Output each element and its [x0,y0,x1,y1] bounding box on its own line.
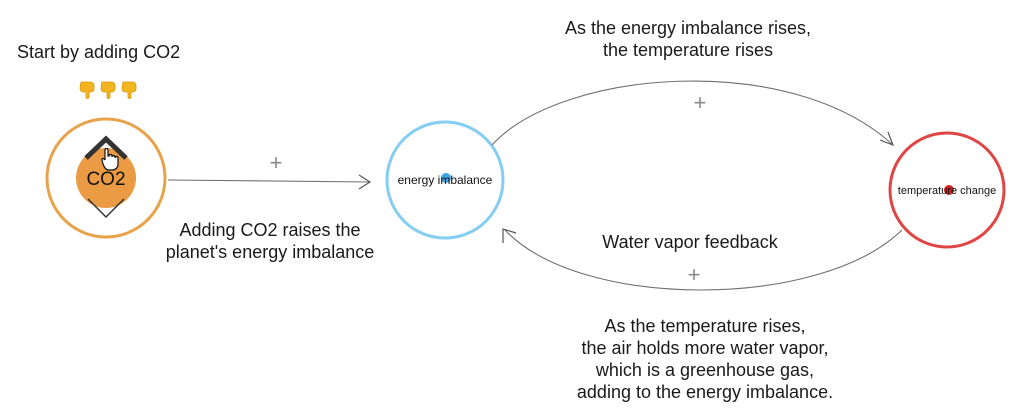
link-energy-to-temperature: + [491,80,895,147]
link-polarity: + [270,150,283,175]
co2-node[interactable]: CO2 [45,117,167,239]
temperature-node-dot [944,185,954,195]
intro-text: Start by adding CO2 [17,42,181,62]
caption-line: the temperature rises [602,40,774,60]
link-temperature-to-energy: + [502,228,903,291]
caption-line: As the temperature rises, [604,316,806,336]
link-polarity: + [694,90,707,115]
energy-imbalance-node[interactable]: energy imbalance [385,120,505,240]
hand-cursor-icon [101,147,119,171]
temperature-change-node[interactable]: temperature change [888,131,1006,249]
caption-line: which is a greenhouse gas, [595,360,815,380]
energy-node-label: energy imbalance [398,173,493,187]
caption-line: adding to the energy imbalance. [576,382,834,402]
feedback-title: Water vapor feedback [602,232,778,252]
energy-node-dot [441,173,451,183]
caption-line: As the energy imbalance rises, [564,18,812,38]
temperature-node-label: temperature change [898,185,996,197]
increase-decrease-chevrons-icon[interactable] [84,135,128,219]
co2-node-fill [76,148,136,208]
link-polarity: + [688,262,701,287]
feedback-caption: As the temperature rises, the air holds … [530,315,880,403]
pointing-down-hand-icon [79,81,95,99]
pointing-down-hand-icon [121,81,137,99]
pointing-down-hand-icon [100,81,116,99]
co2-link-caption: Adding CO2 raises the planet's energy im… [140,219,400,263]
link-co2-to-energy: + [167,150,372,190]
caption-line: Adding CO2 raises the [179,220,361,240]
caption-line: the air holds more water vapor, [581,338,829,358]
energy-temperature-caption: As the energy imbalance rises, the tempe… [528,17,848,61]
pointing-down-hands [79,81,137,99]
co2-node-label: CO2 [86,169,125,190]
caption-line: planet's energy imbalance [165,242,375,262]
